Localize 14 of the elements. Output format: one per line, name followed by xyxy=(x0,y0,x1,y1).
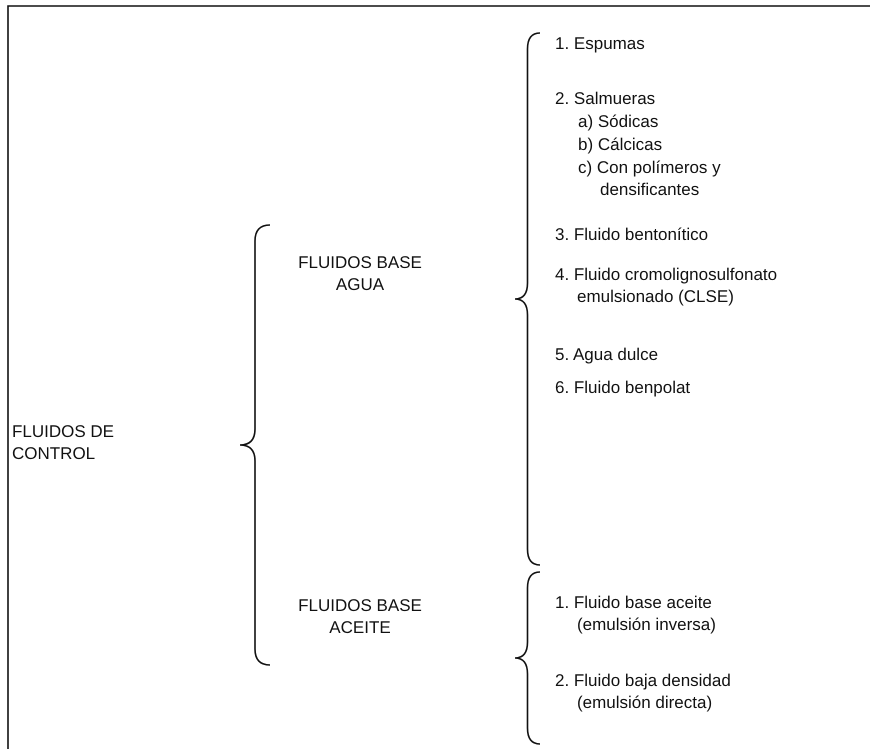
category-label: FLUIDOS DE CONTROL xyxy=(12,421,116,465)
list-item: 5. Agua dulce xyxy=(555,344,660,366)
list-item: 2. Salmueras xyxy=(555,88,656,110)
list-item: a) Sódicas xyxy=(578,111,660,133)
category-label: FLUIDOS BASE ACEITE xyxy=(297,595,423,639)
list-item: c) Con polímeros y densificantes xyxy=(578,157,722,201)
list-item: 3. Fluido bentonítico xyxy=(555,224,710,246)
list-item: 1. Espumas xyxy=(555,33,646,55)
category-label: FLUIDOS BASE AGUA xyxy=(297,252,423,296)
list-item: 1. Fluido base aceite (emulsión inversa) xyxy=(555,592,717,636)
list-item: 2. Fluido baja densidad (emulsión directa) xyxy=(555,670,732,714)
list-item: b) Cálcicas xyxy=(578,134,664,156)
list-item: 4. Fluido cromolignosulfonato emulsionado (CLSE) xyxy=(555,264,778,308)
list-item: 6. Fluido benpolat xyxy=(555,377,692,399)
